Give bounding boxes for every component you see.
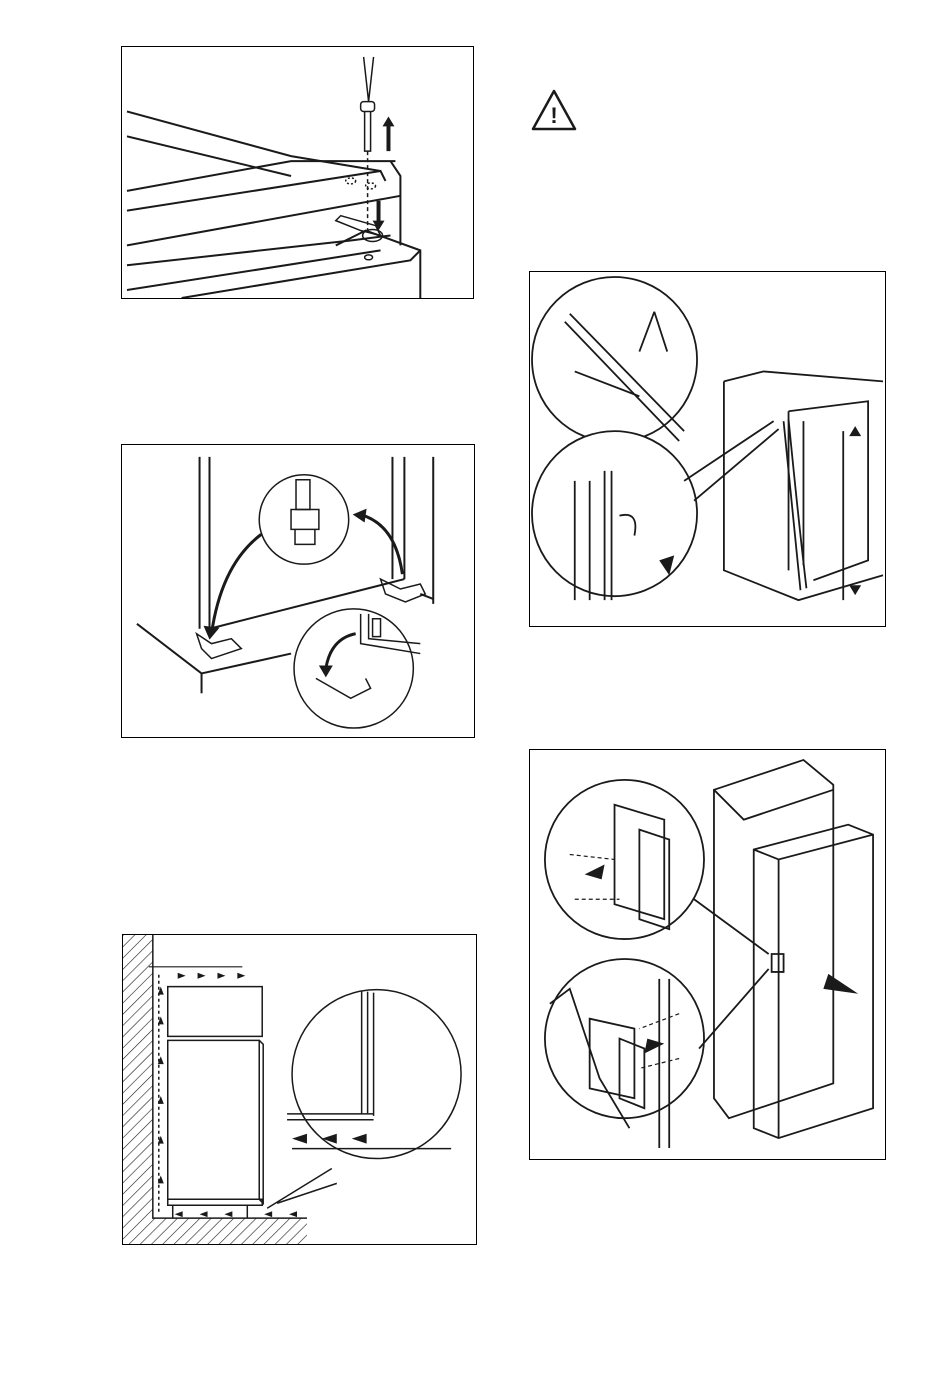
figure-bracket-mounting [529, 749, 886, 1160]
figure-ventilation-airflow [122, 934, 477, 1245]
figure-seal-strip-cutting [529, 271, 886, 627]
figure-hinge-pin-relocation [121, 444, 475, 738]
warning-triangle-icon: ! [530, 88, 578, 132]
warning-glyph: ! [550, 103, 557, 128]
figure-hinge-pin-screw [121, 46, 474, 299]
